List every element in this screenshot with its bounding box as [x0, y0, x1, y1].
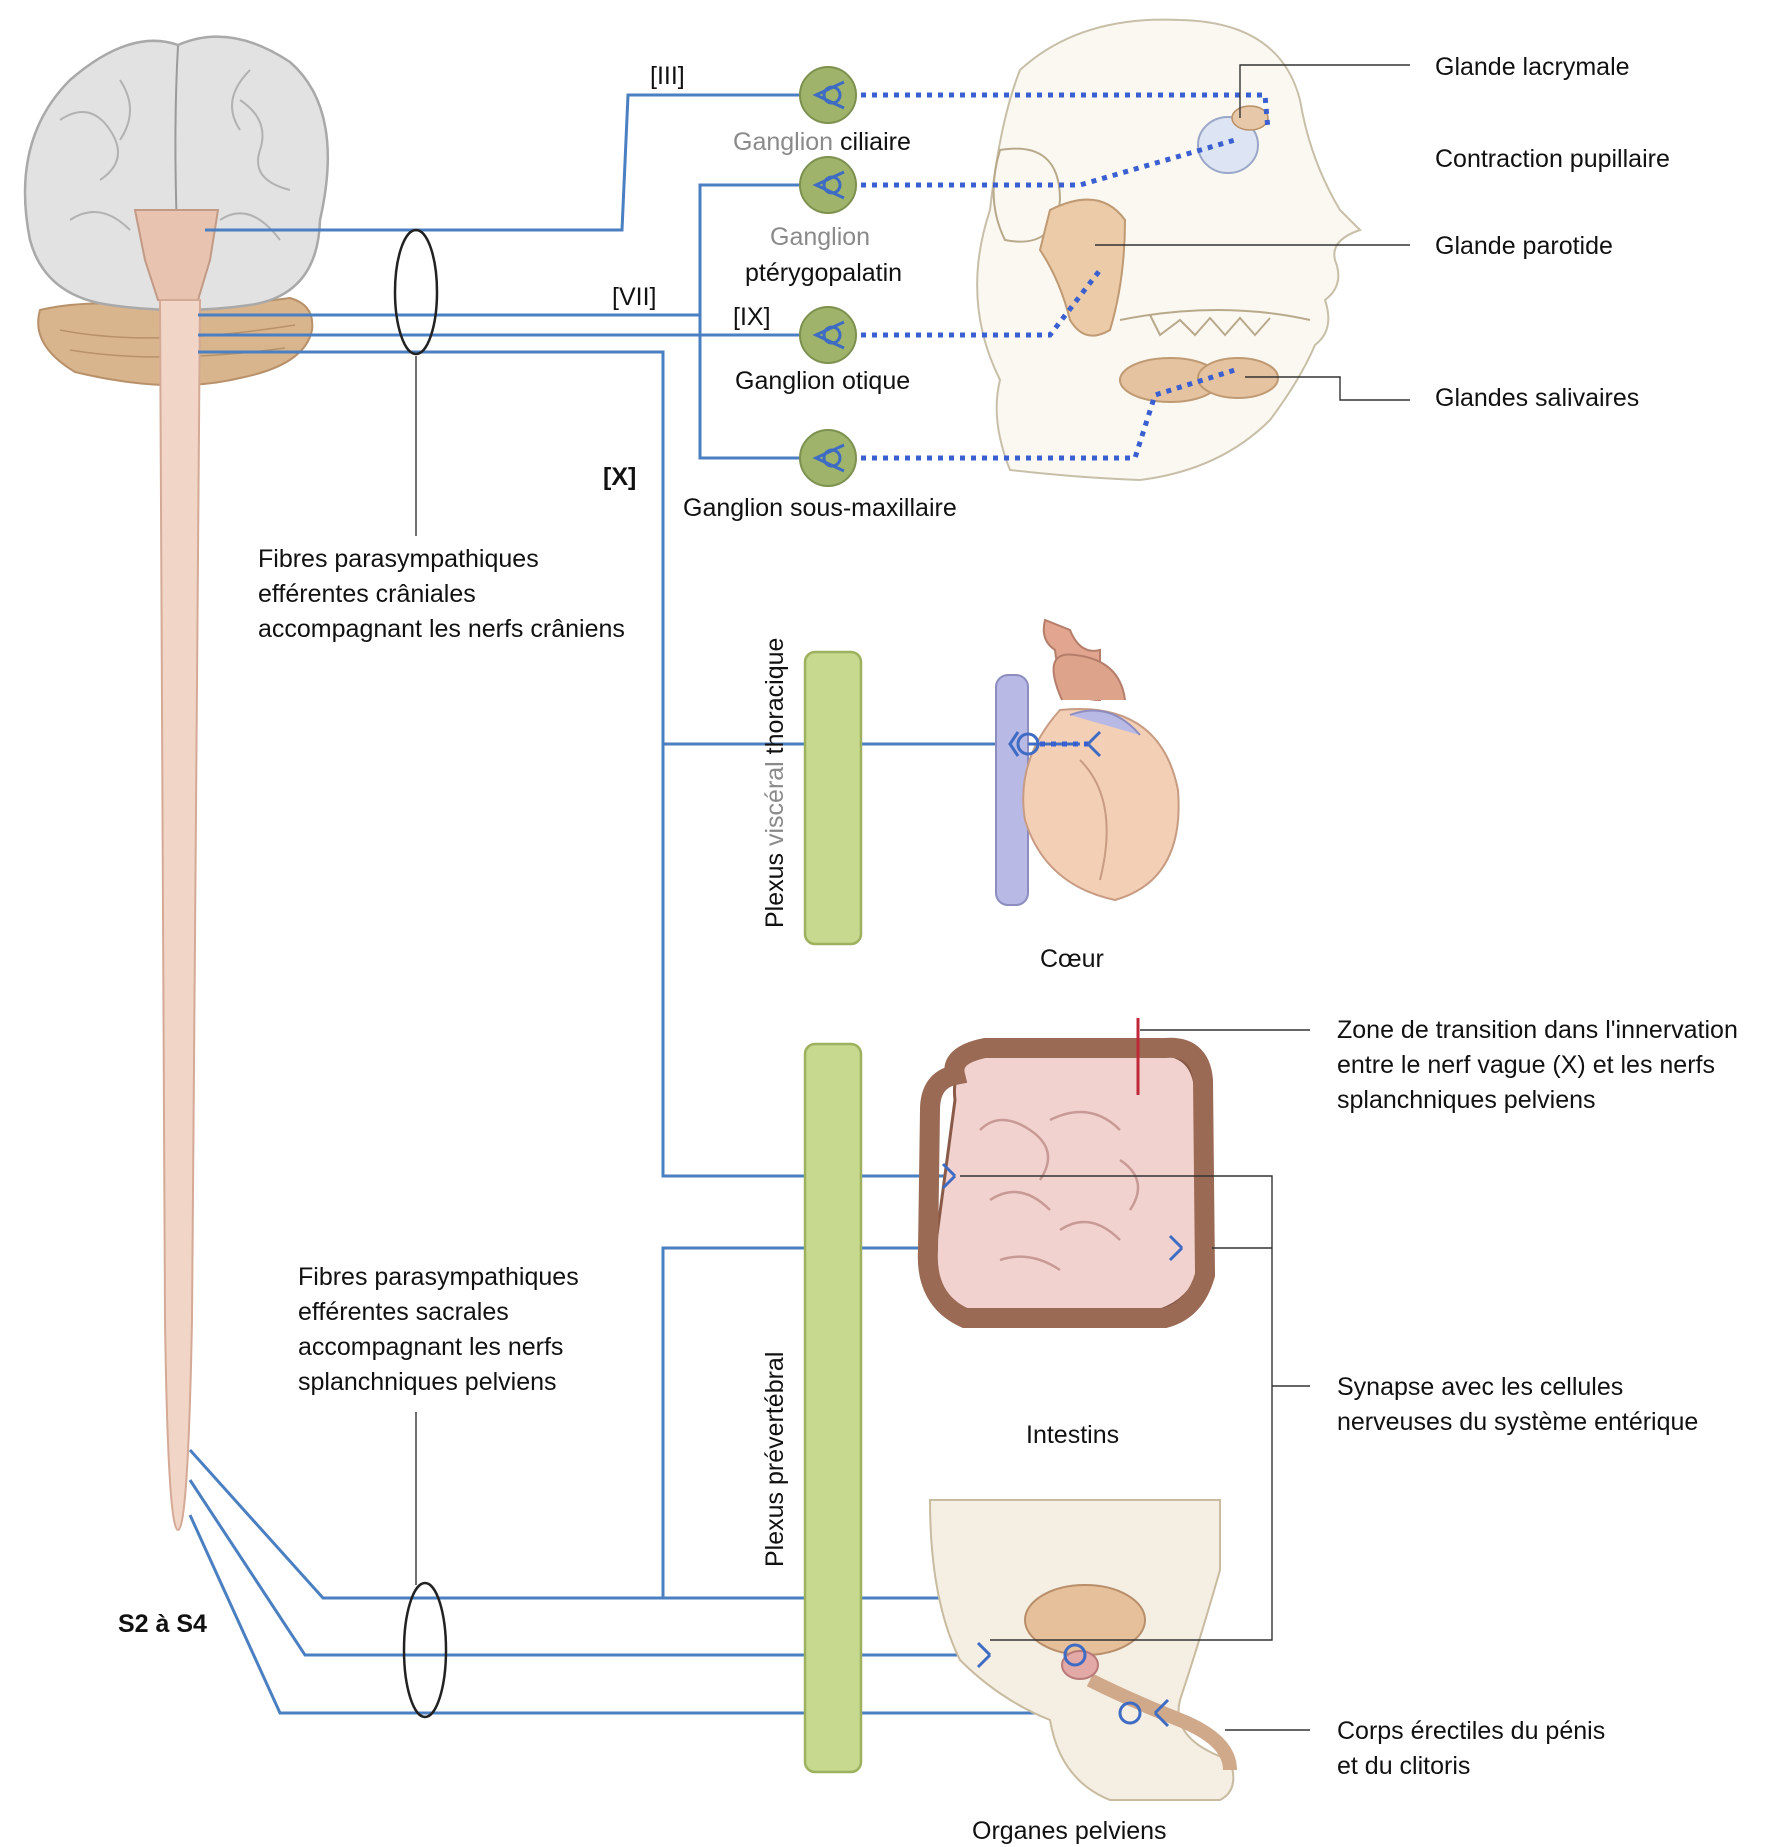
sacral-bracket — [404, 1583, 446, 1717]
label-lacrimal: Glande lacrymale — [1435, 53, 1630, 81]
intestines-illustration — [928, 1018, 1205, 1318]
label-plexus-thoracic: Plexus viscéral thoracique — [761, 638, 789, 928]
label-ganglion-pterygopalatine-1: Ganglion — [770, 223, 870, 251]
label-ganglion-ciliary: Ganglion ciliaire — [733, 128, 911, 156]
ganglion-ciliary-node — [800, 67, 856, 123]
label-sacral-fibres: Fibres parasympathiques efférentes sacra… — [298, 1263, 586, 1396]
ganglion-otic-node — [800, 307, 856, 363]
label-cn9: [IX] — [733, 303, 771, 331]
label-salivary: Glandes salivaires — [1435, 384, 1639, 412]
label-cn3: [III] — [650, 62, 685, 90]
label-pelvic-organs: Organes pelviens — [972, 1817, 1167, 1845]
label-pupil: Contraction pupillaire — [1435, 145, 1670, 173]
head-illustration — [977, 20, 1360, 480]
label-cn10: [X] — [603, 463, 636, 491]
ganglion-submandibular-node — [800, 430, 856, 486]
heart-illustration — [996, 620, 1179, 905]
label-cranial-fibres: Fibres parasympathiques efférentes crâni… — [258, 545, 625, 643]
label-sacral-level: S2 à S4 — [118, 1610, 207, 1638]
label-enteric-synapse: Synapse avec les cellules nerveuses du s… — [1337, 1373, 1698, 1436]
label-transition-zone: Zone de transition dans l'innervation en… — [1337, 1016, 1745, 1114]
spinal-cord — [160, 300, 200, 1530]
label-ganglion-pterygopalatine-2: ptérygopalatin — [745, 259, 902, 287]
plexus-thoracic-bar — [805, 652, 861, 944]
label-erectile: Corps érectiles du pénis et du clitoris — [1337, 1717, 1612, 1780]
label-plexus-prevertebral: Plexus prévertébral — [761, 1352, 789, 1567]
label-parotid: Glande parotide — [1435, 232, 1613, 260]
pelvic-illustration — [930, 1500, 1233, 1800]
label-ganglion-otic: Ganglion otique — [735, 367, 910, 395]
plexus-prevertebral-bar — [805, 1044, 861, 1772]
ganglion-pterygopalatine-node — [800, 157, 856, 213]
label-ganglion-submandibular: Ganglion sous-maxillaire — [683, 494, 957, 522]
label-intestines: Intestins — [1026, 1421, 1119, 1449]
label-heart: Cœur — [1040, 945, 1104, 973]
label-cn7: [VII] — [612, 283, 656, 311]
